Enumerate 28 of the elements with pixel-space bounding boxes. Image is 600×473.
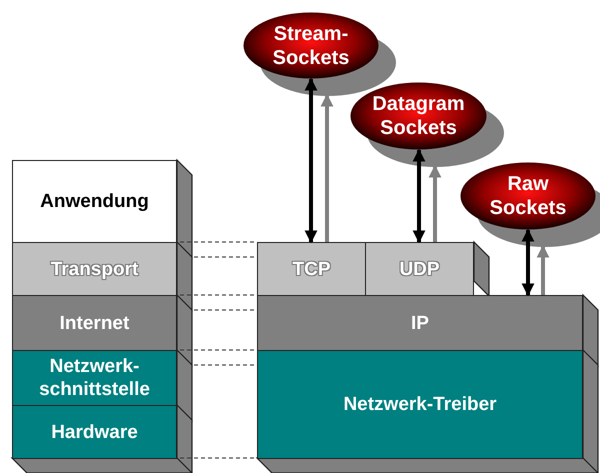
arrow [304,78,318,244]
layer-box [365,242,474,296]
layer-box [257,242,366,296]
socket-ellipse [460,162,596,230]
layer-box [257,350,583,459]
arrow [522,228,534,296]
layer-label: Netzwerk-schnittstelle [38,355,151,401]
layer-label: UDP [399,258,440,280]
layer-label: TCP [292,258,330,280]
layer-label: Netzwerk-Treiber [343,393,497,416]
layer-label: IP [411,312,429,334]
socket-ellipse [243,12,379,79]
socket-label: Datagram Sockets [371,92,466,140]
arrow [428,164,442,242]
socket-label: Raw Sockets [488,172,568,220]
layer-box [12,160,177,243]
layer-label: Transport [50,258,138,280]
socket-ellipse [350,82,487,150]
layer-box [12,405,177,459]
layer-box [12,350,177,406]
layer-label: Internet [60,312,130,334]
arrow [412,148,426,244]
arrow [536,244,550,295]
layer-label: Anwendung [40,190,149,213]
socket-label: Stream-Sockets [272,22,350,70]
layer-box [12,242,177,296]
arrow [320,94,334,242]
layer-label: Hardware [51,420,138,444]
